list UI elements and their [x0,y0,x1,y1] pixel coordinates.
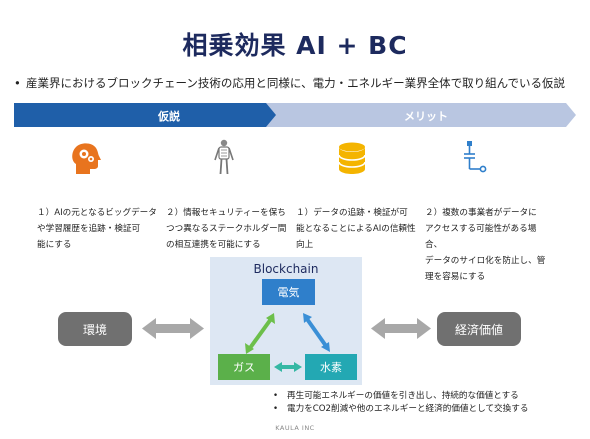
column-1-line-1: １）AIの元となるビッグデータ [37,208,157,218]
column-1-line-3: 能にする [37,240,72,250]
column-3-line-2: 能となることによるAIの信頼性 [296,224,416,234]
column-4-desc: ２）複数の事業者がデータに アクセスする可能性がある場合、 データのサイロ化を防… [425,205,551,285]
column-4-line-2: アクセスする可能性がある場合、 [425,224,537,250]
footer-company: KAULA INC [275,424,315,432]
column-1-line-2: や学習履歴を追跡・検証可 [37,224,141,234]
hypothesis-label: 仮説 [158,110,180,123]
note-item: • 再生可能エネルギーの価値を引き出し、持続的な価値とする [273,390,528,403]
connector-icon [464,141,487,173]
bullet-icon: • [14,76,21,90]
column-3-line-1: １）データの追跡・検証が可 [296,208,408,218]
bottom-notes: • 再生可能エネルギーの価値を引き出し、持続的な価値とする • 電力をCO2削減や他… [273,390,528,416]
bullet-icon: • [273,404,279,414]
economic-value-box: 経済価値 [437,312,521,346]
note-2-text: 電力をCO2削減や他のエネルギーと経済的価値として交換する [287,404,529,414]
hydrogen-node: 水素 [305,354,357,380]
column-1-desc: １）AIの元となるビッグデータ や学習履歴を追跡・検証可 能にする [37,205,163,253]
note-1-text: 再生可能エネルギーの価値を引き出し、持続的な価値とする [287,391,519,401]
column-4-line-1: ２）複数の事業者がデータに [425,208,537,218]
slide-title: 相乗効果 AI + BC [182,31,408,60]
merit-band [262,103,576,127]
column-3-desc: １）データの追跡・検証が可 能となることによるAIの信頼性 向上 [296,205,422,253]
column-2-line-2: つつ異なるステークホルダー間 [166,224,287,234]
economic-value-arrow [371,318,431,339]
gas-node: ガス [218,354,270,380]
gas-hydrogen-arrow [274,362,302,372]
blockchain-title: Blockchain [253,262,319,276]
environment-arrow [142,318,204,339]
column-3-line-3: 向上 [296,240,314,250]
electricity-gas-arrow [245,313,275,354]
column-2-desc: ２）情報セキュリティーを保ち つつ異なるステークホルダー間 の相互連携を可能にす… [166,205,292,253]
intro-line: • 産業界におけるブロックチェーン技術の応用と同様に、電力・エネルギー業界全体で取… [14,75,584,91]
column-4-line-3: データのサイロ化を防止し、管 [425,256,546,266]
human-body-icon [214,139,234,175]
intro-text: 産業界におけるブロックチェーン技術の応用と同様に、電力・エネルギー業界全体で取り… [26,76,565,90]
brain-gears-icon [72,143,101,174]
electricity-hydrogen-arrow [303,313,330,352]
environment-box: 環境 [58,312,132,346]
column-2-line-1: ２）情報セキュリティーを保ち [166,208,286,218]
merit-label: メリット [404,110,448,123]
hypothesis-band [14,103,276,127]
database-icon [338,142,366,174]
note-item: • 電力をCO2削減や他のエネルギーと経済的価値として交換する [273,403,528,416]
electricity-node: 電気 [262,279,315,305]
column-2-line-3: の相互連携を可能にする [166,240,261,250]
bullet-icon: • [273,391,279,401]
column-4-line-4: 理を容易にする [425,272,486,282]
